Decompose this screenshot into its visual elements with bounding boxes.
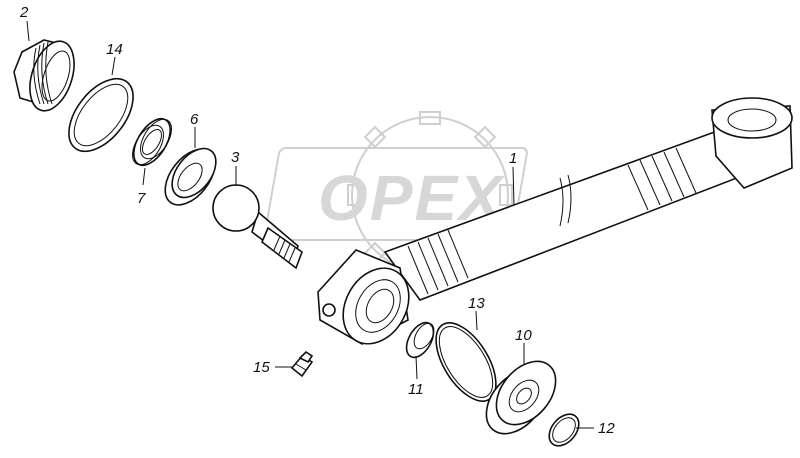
callout-13: 13 [468,295,485,312]
callout-12: 12 [598,420,615,437]
callout-11: 11 [408,381,424,398]
part-ball-seat [164,147,217,206]
callout-1: 1 [509,150,517,167]
part-tie-rod [317,97,793,345]
callout-7: 7 [137,190,146,207]
callout-3: 3 [231,149,240,166]
part-spring [132,117,172,167]
leader-14 [111,56,116,76]
callout-15: 15 [253,359,270,376]
part-threaded-plug [13,39,75,112]
part-sealing-ring [68,77,134,153]
callout-6: 6 [190,111,199,128]
tie-rod-thread-left [407,229,469,295]
part-retaining-ring [548,413,580,447]
part-cover [485,360,557,435]
callout-10: 10 [515,327,532,344]
callout-labels: 2 14 6 7 3 1 13 10 11 12 15 [19,4,615,437]
leader-2 [26,20,30,42]
leader-1 [512,166,515,206]
tie-rod-thread-right [627,147,697,211]
callout-2: 2 [19,4,29,21]
leader-lines [26,20,594,429]
leader-13 [475,310,478,331]
leader-11 [415,355,418,380]
callout-14: 14 [106,41,123,58]
part-ball-stud [212,184,303,270]
part-small-seat [405,321,435,359]
part-grease-nipple [290,350,314,378]
leader-7 [142,167,146,186]
